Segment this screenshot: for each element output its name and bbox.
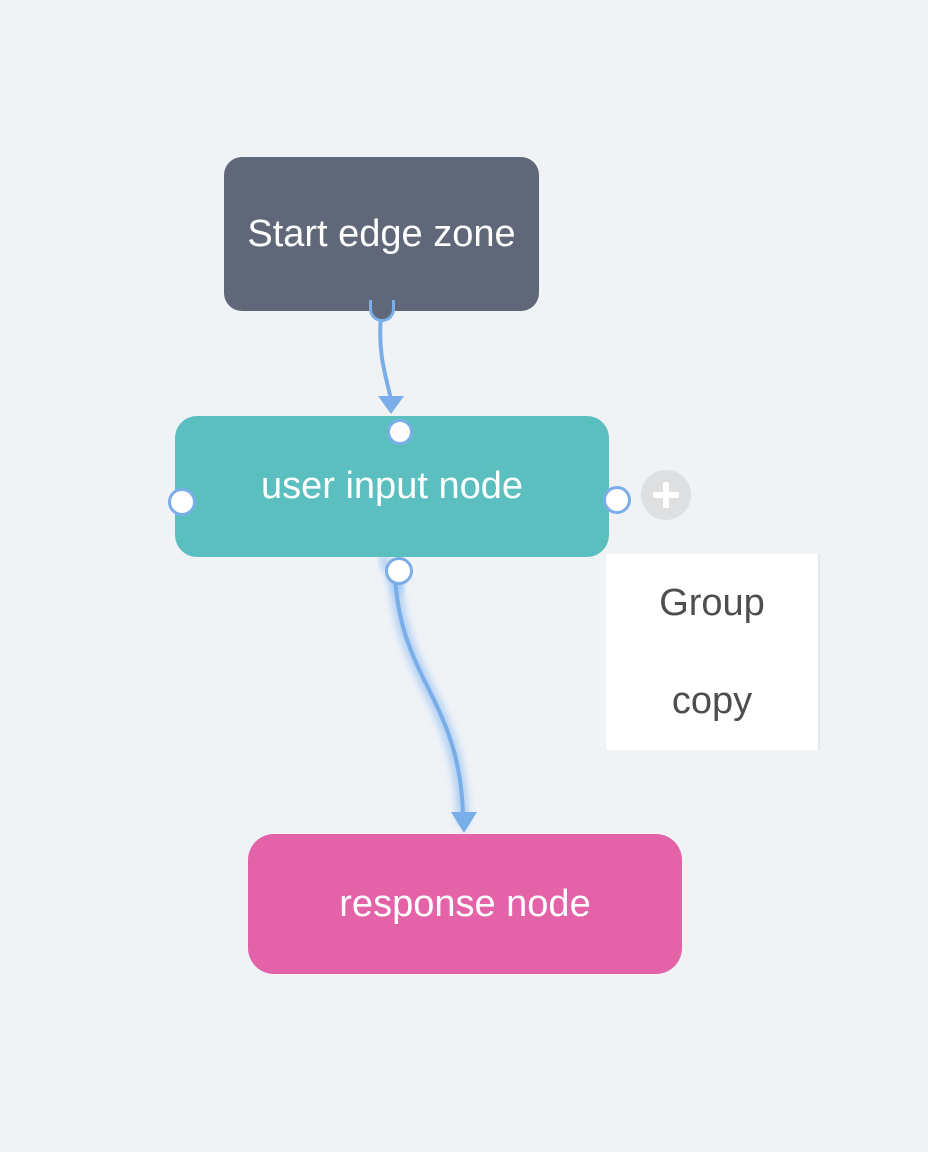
- edge-input-to-response[interactable]: [379, 555, 477, 833]
- menu-item-copy[interactable]: copy: [606, 652, 818, 750]
- node-user-input-left-handle[interactable]: [168, 488, 196, 516]
- node-response-label: response node: [339, 882, 591, 925]
- node-response[interactable]: response node: [248, 834, 682, 974]
- edge-start-to-input[interactable]: [378, 314, 404, 414]
- node-user-input-label: user input node: [261, 465, 523, 507]
- node-start-label: Start edge zone: [247, 212, 516, 255]
- node-user-input[interactable]: user input node: [175, 416, 609, 557]
- node-user-input-bottom-handle[interactable]: [385, 557, 413, 585]
- node-start[interactable]: Start edge zone: [224, 157, 539, 311]
- node-start-output-handle[interactable]: [369, 300, 395, 322]
- add-node-button[interactable]: [641, 470, 691, 520]
- menu-item-group-label: Group: [659, 581, 765, 624]
- edge-arrowhead: [451, 812, 477, 833]
- node-user-input-top-handle[interactable]: [387, 419, 413, 445]
- plus-icon: [653, 482, 679, 508]
- edge-arrowhead: [378, 396, 404, 414]
- menu-item-copy-label: copy: [671, 679, 753, 722]
- node-user-input-right-handle[interactable]: [603, 486, 631, 514]
- context-menu: Group copy: [606, 554, 818, 750]
- menu-item-group[interactable]: Group: [606, 554, 818, 652]
